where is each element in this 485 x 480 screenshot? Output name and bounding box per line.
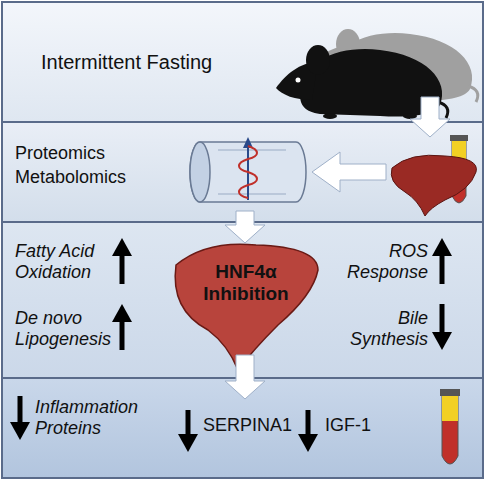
panel-text: Intermittent Fasting [41,51,271,74]
text-holder: Fatty Acid Oxidation [15,241,115,282]
panel-text: SERPINA1 [203,415,303,436]
text-holder: Intermittent Fasting [41,51,271,74]
liver-node: HNF4α Inhibition [166,235,326,375]
white-arrow [312,152,386,192]
nmr-magnet [190,137,306,202]
text-holder: SERPINA1 [203,415,303,436]
panel-text: IGF-1 [325,415,405,436]
panel-text: De novo Lipogenesis [15,308,115,349]
text-holder: ROS Response [333,241,428,282]
text-holder: HNF4α Inhibition [196,261,296,305]
panel-text: Proteomics Metabolomics [15,141,135,190]
block-arrow [410,97,450,137]
block-arrow [225,211,265,243]
text-holder: De novo Lipogenesis [15,308,115,349]
node-label: HNF4α Inhibition [196,261,296,305]
text-holder: IGF-1 [325,415,405,436]
panel-text: Fatty Acid Oxidation [15,241,115,282]
panel-text: Bile Synthesis [333,308,428,349]
text-holder: Proteomics Metabolomics [15,141,135,190]
panel-text: ROS Response [333,241,428,282]
text-holder: Inflammation Proteins [35,397,160,438]
block-arrow [225,355,265,399]
liver-sample [391,155,476,216]
panel-text: Inflammation Proteins [35,397,160,438]
change-arrows [10,238,452,452]
liver-shape [166,235,326,375]
text-holder: Bile Synthesis [333,308,428,349]
blood-tube [440,389,460,464]
